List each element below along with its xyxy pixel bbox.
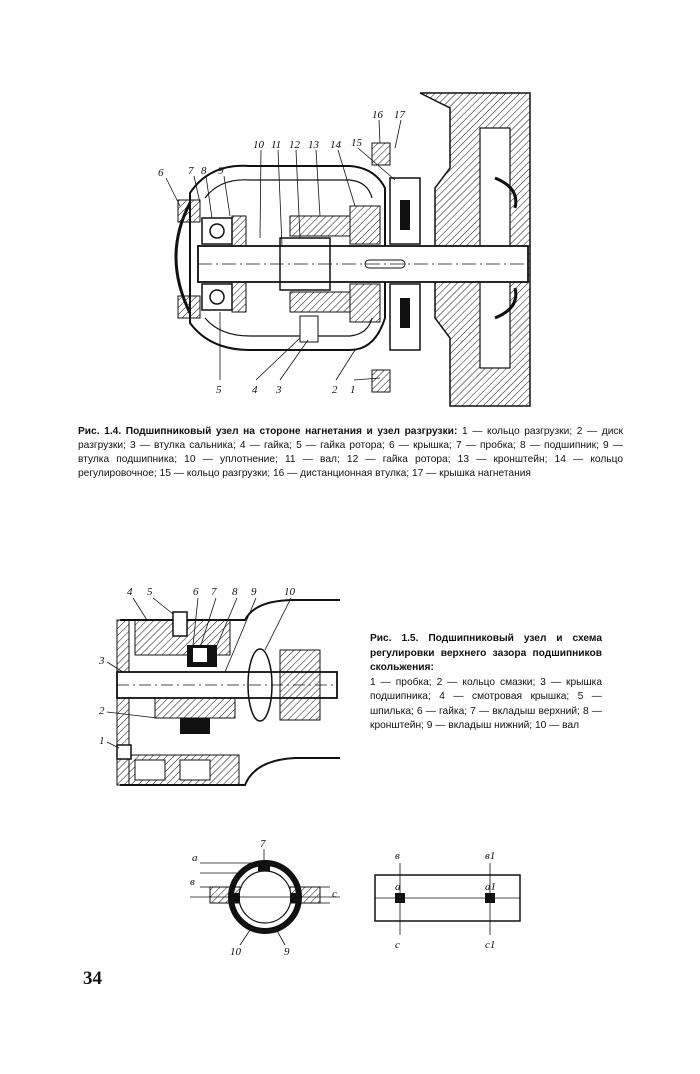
callout-15: 15 [351,137,363,149]
figure-1-5-caption: Рис. 1.5. Подшипниковый узел и схема рег… [370,632,602,734]
scheme-right-v: в [395,850,400,862]
callout-1-5-10: 10 [284,586,296,598]
callout-4: 4 [252,384,258,396]
clearance-scheme-plan: в в1 a a1 c c1 [365,845,530,955]
callout-5: 5 [216,384,222,396]
callout-8: 8 [201,165,207,177]
figure-1-4-drawing: 6 7 8 9 10 11 12 13 14 15 16 17 5 4 3 2 … [150,88,550,408]
callout-6: 6 [158,167,164,179]
scheme-right-v1: в1 [485,850,495,862]
callout-16: 16 [372,109,384,121]
callout-3: 3 [275,384,282,396]
bracket-body [189,164,386,351]
callout-1-5-6: 6 [193,586,199,598]
callout-9: 9 [218,165,224,177]
callout-1-5-1: 1 [99,735,105,747]
scheme-label-a: a [192,852,198,864]
scheme-label-9: 9 [284,946,290,958]
page-number: 34 [83,968,102,989]
callout-11: 11 [271,139,281,151]
callout-13: 13 [308,139,320,151]
scheme-label-7: 7 [260,838,266,850]
callout-1-5-5: 5 [147,586,153,598]
scheme-right-c1: c1 [485,939,495,951]
callout-1-5-8: 8 [232,586,238,598]
figure-1-5-caption-body: 1 — пробка; 2 — кольцо смазки; 3 — крышк… [370,676,602,732]
figure-1-4-caption-title: Рис. 1.4. Подшипниковый узел на стороне … [78,426,458,437]
callout-12: 12 [289,139,301,151]
callout-10: 10 [253,139,265,151]
callout-1-5-2: 2 [99,705,105,717]
callout-2: 2 [332,384,338,396]
callout-1-5-9: 9 [251,586,257,598]
callout-1-5-7: 7 [211,586,217,598]
figure-1-4-caption-body: 1 — кольцо разгрузки; 2 — диск разгрузки… [78,426,623,479]
scheme-right-a1: a1 [485,881,496,893]
callout-1: 1 [350,384,356,396]
figure-1-5-caption-title: Рис. 1.5. Подшипниковый узел и схема рег… [370,633,602,673]
callout-7: 7 [188,165,194,177]
scheme-right-c: c [395,939,400,951]
figure-1-4-caption: Рис. 1.4. Подшипниковый узел на стороне … [78,425,623,481]
scheme-label-c: c [332,888,337,900]
scheme-label-v: в [190,876,195,888]
callout-17: 17 [394,109,406,121]
figure-1-5-drawing: 4 5 6 7 8 9 10 3 2 1 [95,580,345,810]
scheme-label-10: 10 [230,946,242,958]
scheme-right-a: a [395,881,401,893]
callout-1-5-4: 4 [127,586,133,598]
callout-14: 14 [330,139,342,151]
callout-1-5-3: 3 [98,655,105,667]
clearance-scheme-section: 7 a в c 10 9 [180,835,350,960]
